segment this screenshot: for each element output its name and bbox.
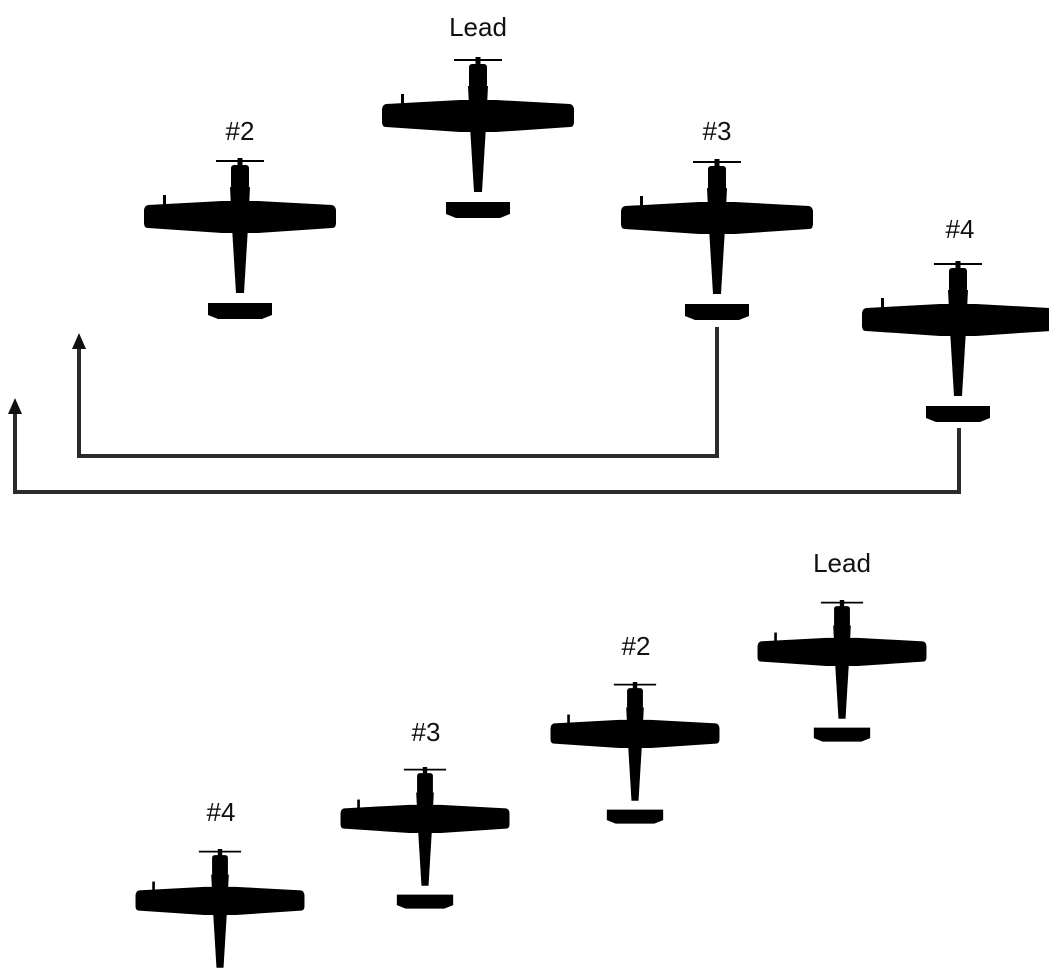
airplane-silhouette-icon [620, 158, 814, 321]
bottom-wing4-label: #4 [207, 797, 236, 827]
top-wing4-plane: #4 [861, 214, 1049, 423]
airplane-silhouette-icon [756, 599, 928, 743]
airplane-silhouette-icon [134, 848, 306, 971]
reposition-arrow-4 [8, 398, 961, 494]
arrow-up-icon [72, 333, 86, 349]
bottom-wing2-plane: #2 [549, 631, 721, 825]
airplane-silhouette-icon [143, 157, 337, 320]
bottom-wing3-label: #3 [412, 717, 441, 747]
top-wing3-label: #3 [703, 116, 732, 146]
bottom-formation: Lead #2 #3 #4 [134, 548, 928, 971]
top-lead-label: Lead [449, 12, 507, 42]
top-wing2-label: #2 [226, 116, 255, 146]
top-lead-plane: Lead [381, 12, 575, 219]
top-wing4-label: #4 [946, 214, 975, 244]
bottom-lead-label: Lead [813, 548, 871, 578]
bottom-lead-plane: Lead [756, 548, 928, 743]
reposition-arrow-3 [72, 327, 719, 458]
bottom-wing2-label: #2 [622, 631, 651, 661]
airplane-silhouette-icon [549, 681, 721, 825]
bottom-wing3-plane: #3 [339, 717, 511, 910]
top-wing3-plane: #3 [620, 116, 814, 321]
airplane-silhouette-icon [339, 766, 511, 910]
top-wing2-plane: #2 [143, 116, 337, 320]
top-formation: Lead #2 #3 #4 [8, 12, 1049, 494]
airplane-silhouette-icon [861, 260, 1049, 423]
airplane-silhouette-icon [381, 56, 575, 219]
bottom-wing4-plane: #4 [134, 797, 306, 971]
arrow-up-icon [8, 398, 22, 414]
